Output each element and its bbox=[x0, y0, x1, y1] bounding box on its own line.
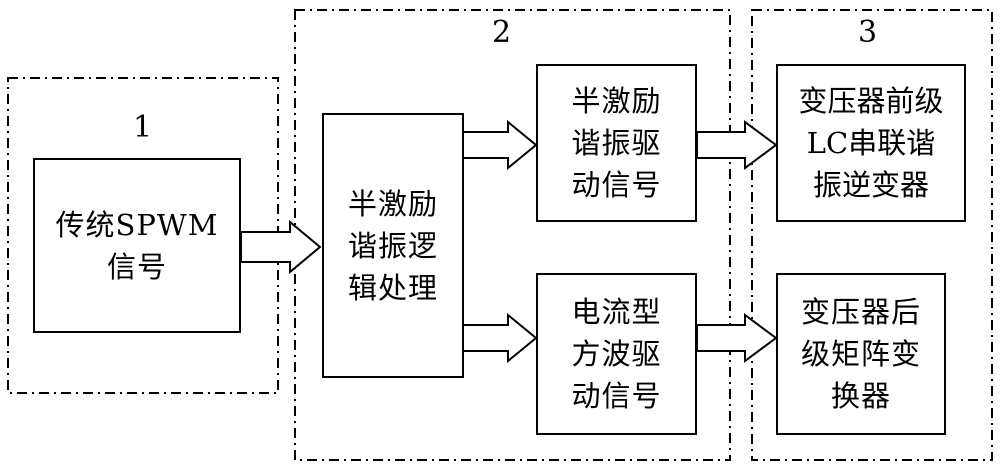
arrow-half-drive-to-lc bbox=[696, 120, 778, 170]
spwm-signal-label: 传统SPWM 信号 bbox=[55, 207, 219, 284]
spwm-signal-block: 传统SPWM 信号 bbox=[33, 158, 241, 333]
half-excitation-drive-block: 半激励 谐振驱 动信号 bbox=[536, 64, 697, 222]
half-excitation-drive-label: 半激励 谐振驱 动信号 bbox=[571, 84, 662, 202]
square-wave-drive-label: 电流型 方波驱 动信号 bbox=[571, 295, 662, 413]
logic-processing-block: 半激励 谐振逻 辑处理 bbox=[322, 113, 464, 378]
arrow-square-drive-to-matrix bbox=[696, 313, 778, 363]
square-wave-drive-block: 电流型 方波驱 动信号 bbox=[536, 273, 697, 435]
matrix-converter-block: 变压器后 级矩阵变 换器 bbox=[776, 273, 946, 435]
logic-processing-label: 半激励 谐振逻 辑处理 bbox=[347, 186, 438, 305]
arrow-spwm-to-logic bbox=[240, 219, 322, 275]
group-3-number: 3 bbox=[858, 15, 878, 50]
arrow-logic-to-square-drive bbox=[461, 312, 538, 364]
lc-resonant-inverter-label: 变压器前级 LC串联谐 振逆变器 bbox=[798, 84, 944, 202]
lc-resonant-inverter-block: 变压器前级 LC串联谐 振逆变器 bbox=[776, 64, 966, 222]
group-2-number: 2 bbox=[492, 15, 512, 50]
matrix-converter-label: 变压器后 级矩阵变 换器 bbox=[800, 295, 921, 413]
arrow-logic-to-half-drive bbox=[461, 119, 538, 171]
group-1-number: 1 bbox=[133, 110, 153, 145]
